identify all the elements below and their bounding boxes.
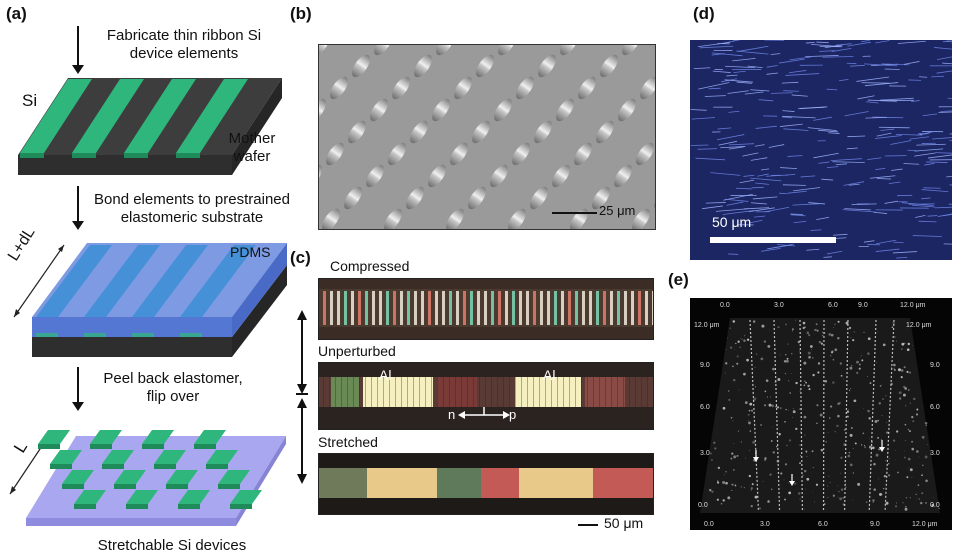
step1-line1: Fabricate thin ribbon Si xyxy=(106,27,262,44)
e-top-tick-3: 6.0 xyxy=(828,302,838,309)
e-top-tick-2: 3.0 xyxy=(774,302,784,309)
e-right-tick-3: 6.0 xyxy=(930,404,940,411)
e-bottom-tick-2: 3.0 xyxy=(760,521,770,528)
unperturbed-ribbon xyxy=(319,377,653,407)
step-arrow-1 xyxy=(72,26,84,74)
afm-map xyxy=(700,318,940,513)
pdms-bonded-diagram xyxy=(13,243,287,357)
e-left-tick-5: 0.0 xyxy=(698,502,708,509)
compressed-ribbon xyxy=(319,289,655,327)
e-top-tick-4: 9.0 xyxy=(858,302,868,309)
step2-line1: Bond elements to prestrained xyxy=(94,191,290,208)
e-right-tick-4: 3.0 xyxy=(930,450,940,457)
e-left-tick-2: 9.0 xyxy=(700,362,710,369)
panel-e-label: (e) xyxy=(668,270,689,289)
mother-line1: Mother xyxy=(228,130,276,147)
step2-text: Bond elements to prestrained elastomeric… xyxy=(82,191,302,227)
sem-scalebar xyxy=(552,212,597,214)
stretched-strip xyxy=(318,453,654,515)
n-label: n xyxy=(448,407,456,422)
panel-c-label: (c) xyxy=(290,248,311,267)
step3-line1: Peel back elastomer, xyxy=(103,370,243,387)
panel-a-label: (a) xyxy=(6,4,27,23)
nanowire-image: 50 μm xyxy=(690,40,952,260)
sem-scale-text: 25 μm xyxy=(599,203,636,218)
e-left-tick-1: 12.0 μm xyxy=(694,322,720,329)
e-right-tick-2: 9.0 xyxy=(930,362,940,369)
strain-arrows xyxy=(296,310,308,484)
stretched-label: Stretched xyxy=(318,434,378,450)
step1-line2: device elements xyxy=(129,45,239,62)
panel-b-label: (b) xyxy=(290,4,312,23)
panel-d-label: (d) xyxy=(693,4,715,23)
step3-line2: flip over xyxy=(146,388,200,405)
step1-text: Fabricate thin ribbon Si device elements xyxy=(84,27,284,63)
al-left-label: Al xyxy=(379,367,392,383)
al-right-label: Al xyxy=(543,367,556,383)
p-label: p xyxy=(509,407,517,422)
c-scalebar xyxy=(578,524,598,526)
e-top-tick-5: 12.0 μm xyxy=(900,302,926,309)
e-left-tick-4: 3.0 xyxy=(700,450,710,457)
e-right-tick-1: 12.0 μm xyxy=(906,322,932,329)
e-right-tick-5: 0.0 xyxy=(930,502,940,509)
e-bottom-tick-3: 6.0 xyxy=(818,521,828,528)
mother-wafer-label: Mother wafer xyxy=(222,130,282,166)
d-scale-text: 50 μm xyxy=(712,214,752,230)
afm-image: 0.0 3.0 6.0 9.0 12.0 μm 0.0 3.0 6.0 9.0 … xyxy=(690,298,952,530)
d-scalebar xyxy=(710,237,836,243)
compressed-strip xyxy=(318,278,655,340)
step-arrow-2 xyxy=(72,186,84,230)
compressed-label: Compressed xyxy=(330,258,410,274)
pdms-label: PDMS xyxy=(230,244,271,260)
panel-a-caption: Stretchable Si devices xyxy=(97,537,247,554)
sem-image: 25 μm xyxy=(318,44,656,230)
stretchable-devices-diagram xyxy=(9,430,286,526)
unperturbed-label: Unperturbed xyxy=(318,343,396,359)
e-left-tick-3: 6.0 xyxy=(700,404,710,411)
c-scale-text: 50 μm xyxy=(604,515,644,531)
step-arrow-3 xyxy=(72,367,84,411)
n-p-arrow xyxy=(458,407,510,419)
e-bottom-tick-1: 0.0 xyxy=(704,521,714,528)
stretched-ribbon xyxy=(319,468,653,498)
e-top-tick-1: 0.0 xyxy=(720,302,730,309)
wavy-ribbons xyxy=(38,430,262,509)
si-label: Si xyxy=(22,91,38,110)
unperturbed-strip: Al Al n p xyxy=(318,362,654,430)
e-bottom-tick-4: 9.0 xyxy=(870,521,880,528)
mother-line2: wafer xyxy=(233,148,271,165)
e-bottom-tick-5: 12.0 μm xyxy=(912,521,938,528)
mother-wafer-diagram xyxy=(18,78,282,175)
nanowire-lines xyxy=(690,40,952,259)
sem-wavy-ribbons xyxy=(319,45,655,229)
step2-line2: elastomeric substrate xyxy=(120,209,264,226)
step3-text: Peel back elastomer, flip over xyxy=(78,370,268,406)
